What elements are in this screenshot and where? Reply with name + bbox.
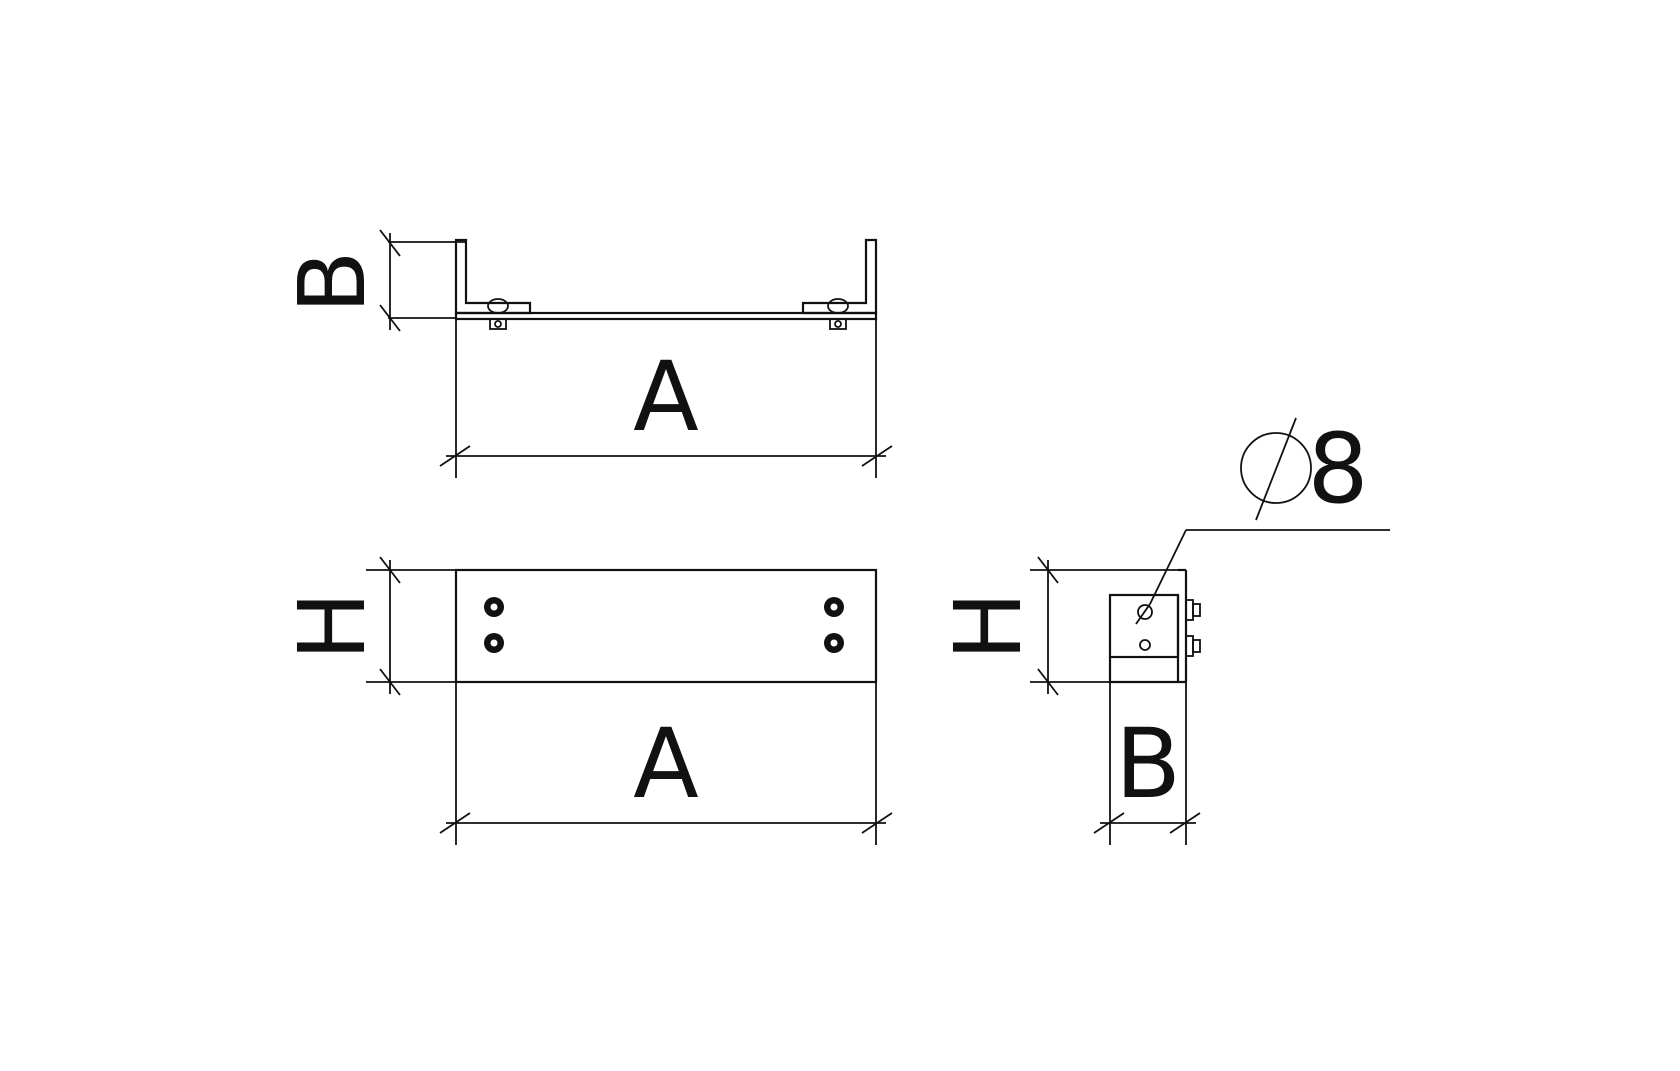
front-holes-right [824,597,844,653]
dimension-a-top: A [439,319,893,478]
top-width-label: A [633,341,699,453]
dimension-h-front: H [279,556,456,696]
side-bolts [1185,599,1201,657]
dimension-a-front: A [439,682,893,845]
diameter-symbol-circle [1240,432,1312,504]
right-flange [801,238,878,315]
side-height-label: H [935,591,1042,660]
dimension-b-side: B [1093,682,1201,845]
top-height-label: B [279,250,386,313]
front-holes-left [484,597,504,653]
side-depth-label: B [1115,708,1181,820]
front-height-label: H [279,591,386,660]
right-bolt [827,298,849,330]
front-plate [454,568,878,684]
base-plate [454,311,878,321]
dimension-b-top: B [279,229,466,332]
left-bolt [487,298,509,330]
front-view: H A [279,556,893,845]
front-width-label: A [633,708,699,820]
left-flange [454,238,532,315]
side-hole-bottom [1139,639,1151,651]
hole-callout: 8 [1135,413,1390,625]
hole-size-label: 8 [1307,413,1368,525]
side-view: H B 8 [935,413,1390,845]
dimension-h-side: H [935,556,1186,696]
top-view: B A [279,229,893,478]
side-hole-top [1137,604,1153,620]
